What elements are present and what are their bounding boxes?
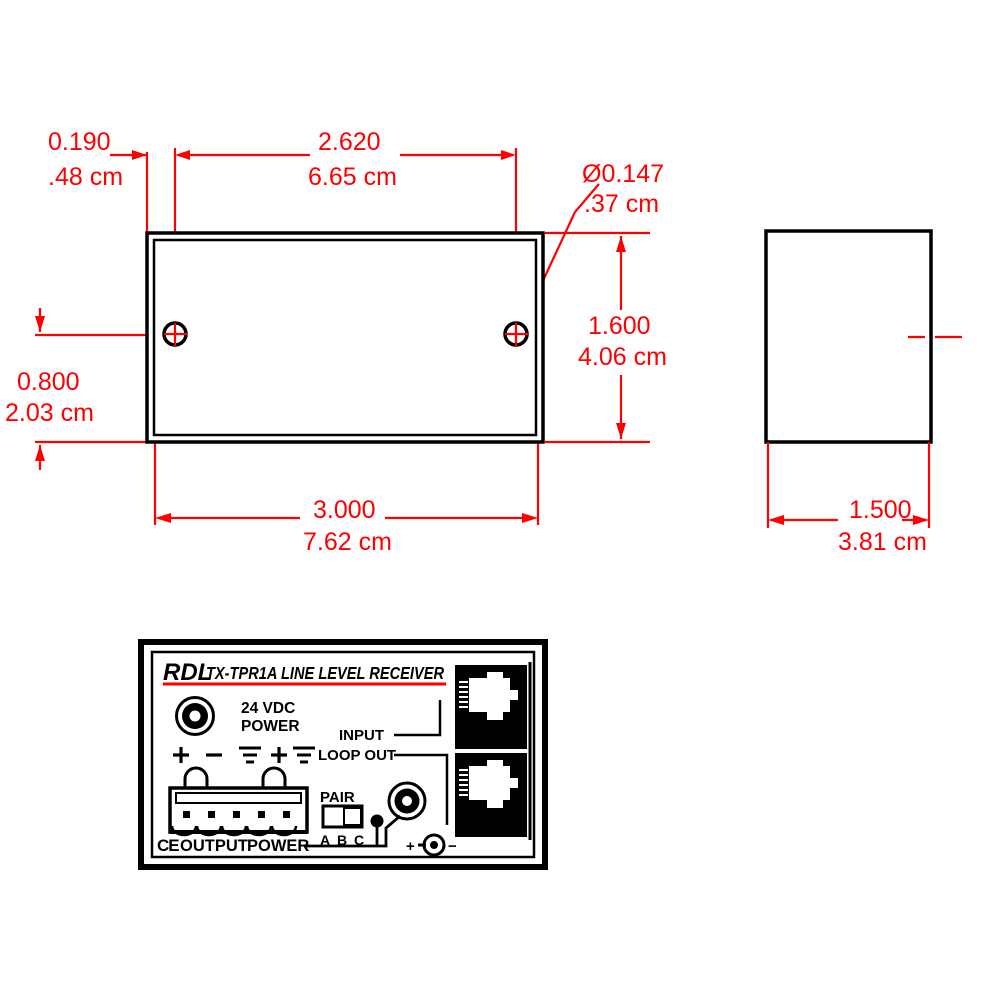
rj45-loopout-cutout xyxy=(469,760,518,808)
pair-switch: PAIR A B C xyxy=(320,789,364,848)
panel-output-power-label: POWER xyxy=(247,837,309,855)
leader-input xyxy=(394,700,442,737)
output-power-trace xyxy=(304,814,401,848)
terminal-block-screws xyxy=(183,811,290,818)
panel-power-word-label: POWER xyxy=(241,718,300,735)
terminal-screw-1 xyxy=(183,811,190,818)
terminal-block-top-rail xyxy=(175,792,302,804)
dim-width-inch: 3.000 xyxy=(313,496,376,524)
arrow-width-left xyxy=(155,513,171,523)
arrow-width-right xyxy=(522,513,538,523)
panel-loop-out-label: LOOP OUT xyxy=(318,747,396,764)
rj45-loopout-contacts xyxy=(459,769,468,796)
panel-power-rating-label: 24 VDC xyxy=(241,700,295,717)
dc-polarity-center xyxy=(430,841,438,849)
terminal-symbol-row xyxy=(173,746,315,764)
output-terminal-block xyxy=(168,766,309,837)
terminal-screw-2 xyxy=(208,811,215,818)
hole-crosshairs-overlay xyxy=(164,323,528,346)
pair-switch-label: PAIR xyxy=(320,789,355,806)
side-view: 1.500 3.81 cm xyxy=(764,229,962,556)
rca-output-jack xyxy=(387,781,427,821)
terminal-screw-5 xyxy=(283,811,290,818)
terminal-screw-3 xyxy=(233,811,240,818)
panel-jack-leader-lines xyxy=(394,700,449,825)
dc-polarity-minus: − xyxy=(448,838,457,855)
leader-loop-out xyxy=(394,753,449,825)
pair-switch-actuator-inner xyxy=(345,809,360,824)
dim-edge-to-hole-inch: 0.190 xyxy=(48,128,111,156)
dim-hole-spacing-inch: 2.620 xyxy=(318,128,381,156)
dim-height-inch: 1.600 xyxy=(588,312,651,340)
terminal-symbol-plus-1 xyxy=(173,747,189,763)
rj45-jack-input xyxy=(455,665,527,749)
dc-polarity-plus: + xyxy=(406,838,415,855)
arrow-hole-spacing-left xyxy=(175,150,190,160)
output-power-row: CE OUTPUT POWER xyxy=(157,814,401,855)
rj45-separator xyxy=(455,749,527,753)
scallop-4 xyxy=(245,825,273,837)
terminal-symbol-plus-2 xyxy=(271,747,287,763)
arrow-top-to-hole-down xyxy=(35,445,45,461)
rj45-input-contacts xyxy=(459,681,468,708)
arrow-depth-right xyxy=(913,515,929,525)
terminal-screw-4 xyxy=(258,811,265,818)
dc-power-jack xyxy=(175,696,215,736)
leader-hole-diameter-shoulder xyxy=(574,183,600,213)
arrow-depth-left xyxy=(768,515,784,525)
enclosure-inner-rect xyxy=(152,238,538,437)
arrow-top-to-hole-up xyxy=(35,316,45,332)
panel-brand-logo: RDL xyxy=(163,659,212,686)
dc-jack-center-pin xyxy=(189,710,201,722)
dim-hole-spacing-cm: 6.65 cm xyxy=(308,163,397,191)
terminal-hump-2 xyxy=(261,766,287,792)
trace-junction-dot xyxy=(370,814,384,828)
panel-input-label: INPUT xyxy=(339,727,384,744)
panel-output-label: OUTPUT xyxy=(180,837,248,855)
dim-hole-diameter-inch: Ø0.147 xyxy=(582,160,664,188)
dim-top-to-hole-cm: 2.03 cm xyxy=(5,399,94,427)
terminal-symbol-ground-1 xyxy=(239,746,261,764)
terminal-hump-1 xyxy=(183,766,209,792)
dim-depth-cm: 3.81 cm xyxy=(838,528,927,556)
arrow-hole-spacing-right xyxy=(501,150,516,160)
scallop-1 xyxy=(170,825,198,837)
ce-mark-icon: CE xyxy=(157,836,179,855)
pair-option-a: A xyxy=(320,832,330,848)
trace-to-rca xyxy=(304,814,401,848)
panel-view: RDL TX-TPR1A LINE LEVEL RECEIVER 24 VDC … xyxy=(138,639,548,870)
side-view-rect xyxy=(764,229,933,444)
enclosure-outer-rect xyxy=(145,231,545,444)
terminal-block-scallops xyxy=(170,825,298,837)
arrow-height-bottom xyxy=(616,423,626,439)
scallop-5 xyxy=(270,825,298,837)
dim-depth-inch: 1.500 xyxy=(849,496,912,524)
dim-edge-to-hole-cm: .48 cm xyxy=(48,163,123,191)
arrow-edge-to-hole xyxy=(132,150,147,160)
dim-hole-diameter-cm: .37 cm xyxy=(584,190,659,218)
panel-model-title: TX-TPR1A LINE LEVEL RECEIVER xyxy=(206,663,444,683)
dim-top-to-hole-inch: 0.800 xyxy=(17,368,80,396)
pair-option-b: B xyxy=(337,832,347,848)
front-view: 0.190 .48 cm 2.620 6.65 cm Ø0.147 .37 cm… xyxy=(5,128,667,556)
rca-jack-center-pin xyxy=(402,796,412,806)
arrow-height-top xyxy=(616,236,626,252)
rj45-input-cutout xyxy=(469,672,518,720)
terminal-symbol-ground-2 xyxy=(293,746,315,764)
dc-polarity-indicator: + − xyxy=(406,833,457,857)
pair-option-c: C xyxy=(354,832,364,848)
scallop-2 xyxy=(195,825,223,837)
dim-height-cm: 4.06 cm xyxy=(578,343,667,371)
scallop-3 xyxy=(220,825,248,837)
side-view-arrowheads xyxy=(768,515,929,525)
rj45-jack-loop-out xyxy=(455,753,527,837)
terminal-block-humps xyxy=(183,766,287,792)
dim-width-cm: 7.62 cm xyxy=(303,528,392,556)
rj45-jack-group xyxy=(455,662,532,840)
